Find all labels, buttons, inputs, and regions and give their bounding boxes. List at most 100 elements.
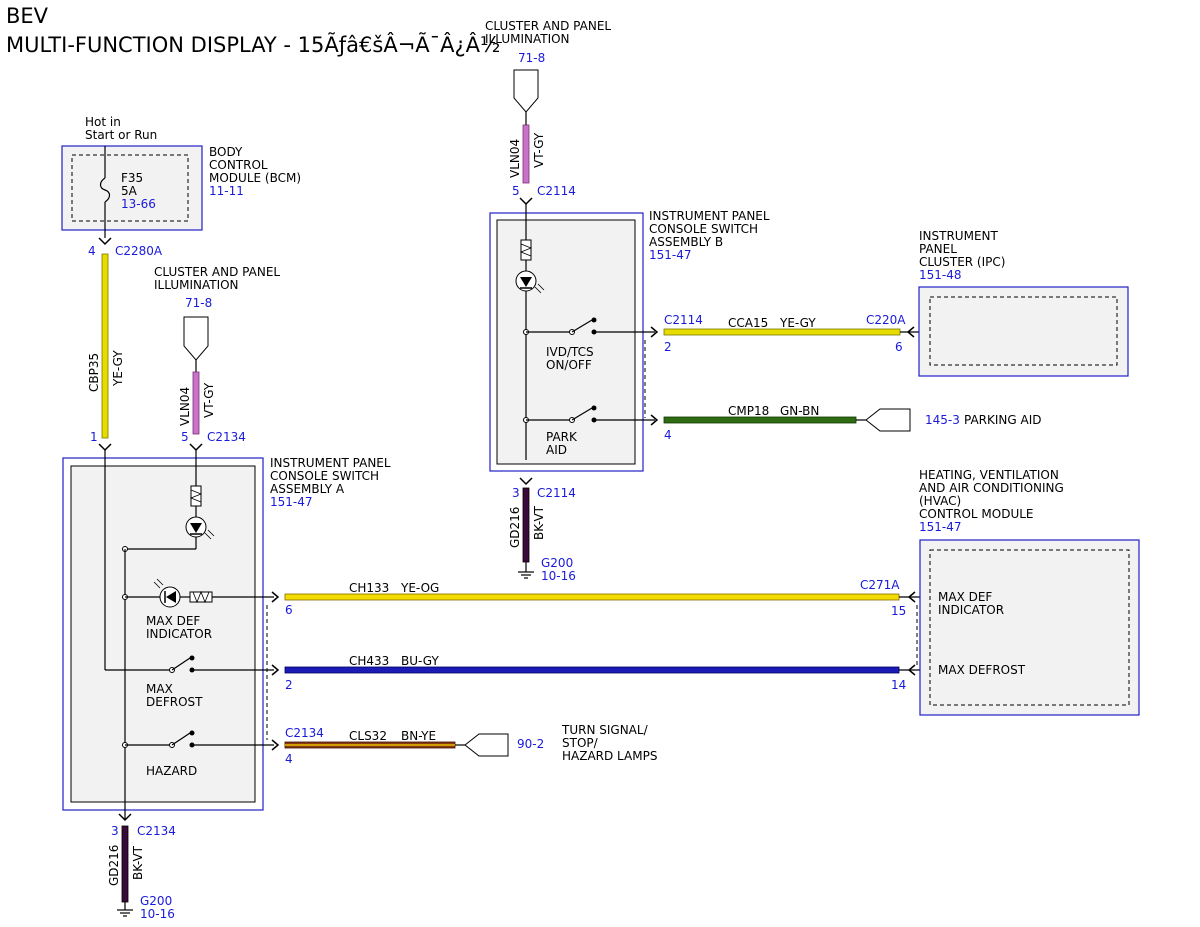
bcm-module[interactable]: Hot in Start or Run F35 5A 13-66 BODY CO… [61, 115, 301, 238]
vln04-left-color: VT-GY [202, 382, 216, 418]
maxdef-label-1: MAX DEF [146, 614, 200, 628]
ch433-circuit: CH433 [349, 654, 389, 668]
hvac-module[interactable]: HEATING, VENTILATION AND AIR CONDITIONIN… [916, 468, 1140, 716]
switch-a-name-2: CONSOLE SWITCH [270, 469, 379, 483]
cbp35-color: YE-GY [111, 350, 125, 387]
hot-in-label-2: Start or Run [85, 128, 157, 142]
ch133-left-pin: 6 [285, 603, 293, 617]
turn-signal-ref[interactable]: 90-2 [517, 737, 544, 751]
switch-b-name-1: INSTRUMENT PANEL [649, 209, 770, 223]
gd216-b-circuit: GD216 [508, 507, 522, 548]
cca15-left-connector[interactable]: C2114 [664, 313, 703, 327]
gd216-b-ground-ref[interactable]: 10-16 [541, 569, 576, 583]
park-aid-label-1: PARK [546, 430, 578, 444]
gd216-a-circuit: GD216 [107, 845, 121, 886]
switch-b-name-3: ASSEMBLY B [649, 235, 723, 249]
wire-ch433[interactable]: 2 CH433 BU-GY 14 [271, 654, 932, 692]
left-illum-label-2: ILLUMINATION [154, 278, 239, 292]
vln04-top-connector[interactable]: C2114 [537, 184, 576, 198]
cls32-left-connector[interactable]: C2134 [285, 726, 324, 740]
top-illumination-source[interactable]: CLUSTER AND PANEL ILLUMINATION 71-8 [485, 19, 611, 113]
ivd-tcs-label-1: IVD/TCS [546, 345, 594, 359]
vln04-left-connector[interactable]: C2134 [207, 430, 246, 444]
ch133-right-pin: 15 [891, 604, 906, 618]
top-illum-connector-shape [513, 69, 539, 113]
ch433-color: BU-GY [401, 654, 439, 668]
turn-signal-label-3: HAZARD LAMPS [562, 749, 657, 763]
gd216-a-pin: 3 [111, 824, 119, 838]
fuse-ref[interactable]: 13-66 [121, 197, 156, 211]
ivd-tcs-label-2: ON/OFF [546, 358, 592, 372]
gd216-b-connector[interactable]: C2114 [537, 486, 576, 500]
switch-a-name-1: INSTRUMENT PANEL [270, 456, 391, 470]
hvac-name-4: CONTROL MODULE [919, 507, 1034, 521]
parking-aid-ref[interactable]: 145-3 [925, 413, 960, 427]
ipc-ref[interactable]: 151-48 [919, 268, 962, 282]
fuse-amps: 5A [121, 184, 138, 198]
wire-cca15[interactable]: C2114 2 CCA15 YE-GY C220A 6 [650, 313, 932, 354]
top-illum-ref[interactable]: 71-8 [518, 51, 545, 65]
ch133-color: YE-OG [400, 581, 439, 595]
hvac-pin15-label-1: MAX DEF [938, 590, 992, 604]
wire-gd216-a[interactable]: 3 C2134 GD216 BK-VT G200 10-16 [107, 813, 176, 921]
left-illum-label-1: CLUSTER AND PANEL [154, 265, 280, 279]
wire-ch133[interactable]: 6 CH133 YE-OG C271A 15 [271, 578, 932, 618]
bcm-name-3: MODULE (BCM) [209, 171, 301, 185]
maxdef-label-2: INDICATOR [146, 627, 212, 641]
bcm-name-1: BODY [209, 145, 243, 159]
cca15-circuit: CCA15 [728, 316, 768, 330]
hvac-pin14-label: MAX DEFROST [938, 663, 1026, 677]
wire-gd216-b[interactable]: 3 C2114 GD216 BK-VT G200 10-16 [508, 477, 576, 583]
cca15-right-pin: 6 [895, 340, 903, 354]
gd216-a-connector[interactable]: C2134 [137, 824, 176, 838]
vln04-left-pin: 5 [181, 430, 189, 444]
cca15-right-connector[interactable]: C220A [866, 313, 906, 327]
cbp35-connector-top[interactable]: C2280A [115, 244, 163, 258]
max-defrost-label-1: MAX [146, 682, 173, 696]
ch133-right-connector[interactable]: C271A [860, 578, 900, 592]
cmp18-left-pin: 4 [664, 428, 672, 442]
cls32-left-pin: 4 [285, 752, 293, 766]
switch-b-name-2: CONSOLE SWITCH [649, 222, 758, 236]
hvac-name-3: (HVAC) [919, 494, 961, 508]
gd216-a-ground-ref[interactable]: 10-16 [140, 907, 175, 921]
turn-signal-label-1: TURN SIGNAL/ [561, 723, 649, 737]
left-illumination-source[interactable]: CLUSTER AND PANEL ILLUMINATION 71-8 VLN0… [154, 265, 280, 452]
top-illum-label-1: CLUSTER AND PANEL [485, 19, 611, 33]
hvac-name-1: HEATING, VENTILATION [919, 468, 1059, 482]
vln04-top-circuit: VLN04 [508, 139, 522, 178]
cbp35-pin-top: 4 [88, 244, 96, 258]
hot-in-label-1: Hot in [85, 115, 121, 129]
max-defrost-label-2: DEFROST [146, 695, 203, 709]
top-illum-label-2: ILLUMINATION [485, 32, 570, 46]
ipc-module[interactable]: INSTRUMENT PANEL CLUSTER (IPC) 151-48 [918, 229, 1129, 377]
wire-cbp35[interactable]: 4 C2280A CBP35 YE-GY 1 [87, 237, 163, 452]
bcm-ref[interactable]: 11-11 [209, 184, 244, 198]
cca15-color: YE-GY [779, 316, 816, 330]
vln04-left-circuit: VLN04 [178, 387, 192, 426]
cmp18-circuit: CMP18 [728, 404, 769, 418]
switch-a-ref[interactable]: 151-47 [270, 495, 313, 509]
gd216-a-ground: G200 [140, 894, 172, 908]
cbp35-circuit: CBP35 [87, 353, 101, 392]
title-line-2: MULTI-FUNCTION DISPLAY - 15Ãƒâ€šÂ¬Ã¯Â¿Â½ [6, 31, 500, 57]
switch-b-ref[interactable]: 151-47 [649, 248, 692, 262]
gd216-b-ground: G200 [541, 556, 573, 570]
hvac-ref[interactable]: 151-47 [919, 520, 962, 534]
park-aid-label-2: AID [546, 443, 567, 457]
cca15-left-pin: 2 [664, 340, 672, 354]
switch-assembly-a[interactable]: INSTRUMENT PANEL CONSOLE SWITCH ASSEMBLY… [62, 450, 391, 820]
switch-assembly-b[interactable]: IVD/TCS ON/OFF PARK AID INSTRUMENT PANEL… [489, 204, 770, 472]
gd216-b-color: BK-VT [532, 505, 546, 540]
fuse-label: F35 [121, 171, 143, 185]
vln04-top-color: VT-GY [532, 132, 546, 168]
wire-cls32[interactable]: C2134 4 CLS32 BN-YE 90-2 TURN SIGNAL/ ST… [271, 723, 657, 766]
gd216-b-pin: 3 [512, 486, 520, 500]
wire-cmp18[interactable]: 4 CMP18 GN-BN 145-3 PARKING AID [650, 404, 1042, 442]
ch433-left-pin: 2 [285, 678, 293, 692]
hvac-pin15-label-2: INDICATOR [938, 603, 1004, 617]
wire-vln04-top[interactable]: VLN04 VT-GY 5 C2114 [508, 112, 576, 206]
left-illum-ref[interactable]: 71-8 [185, 296, 212, 310]
title-line-1: BEV [6, 4, 49, 28]
vln04-top-pin: 5 [512, 184, 520, 198]
